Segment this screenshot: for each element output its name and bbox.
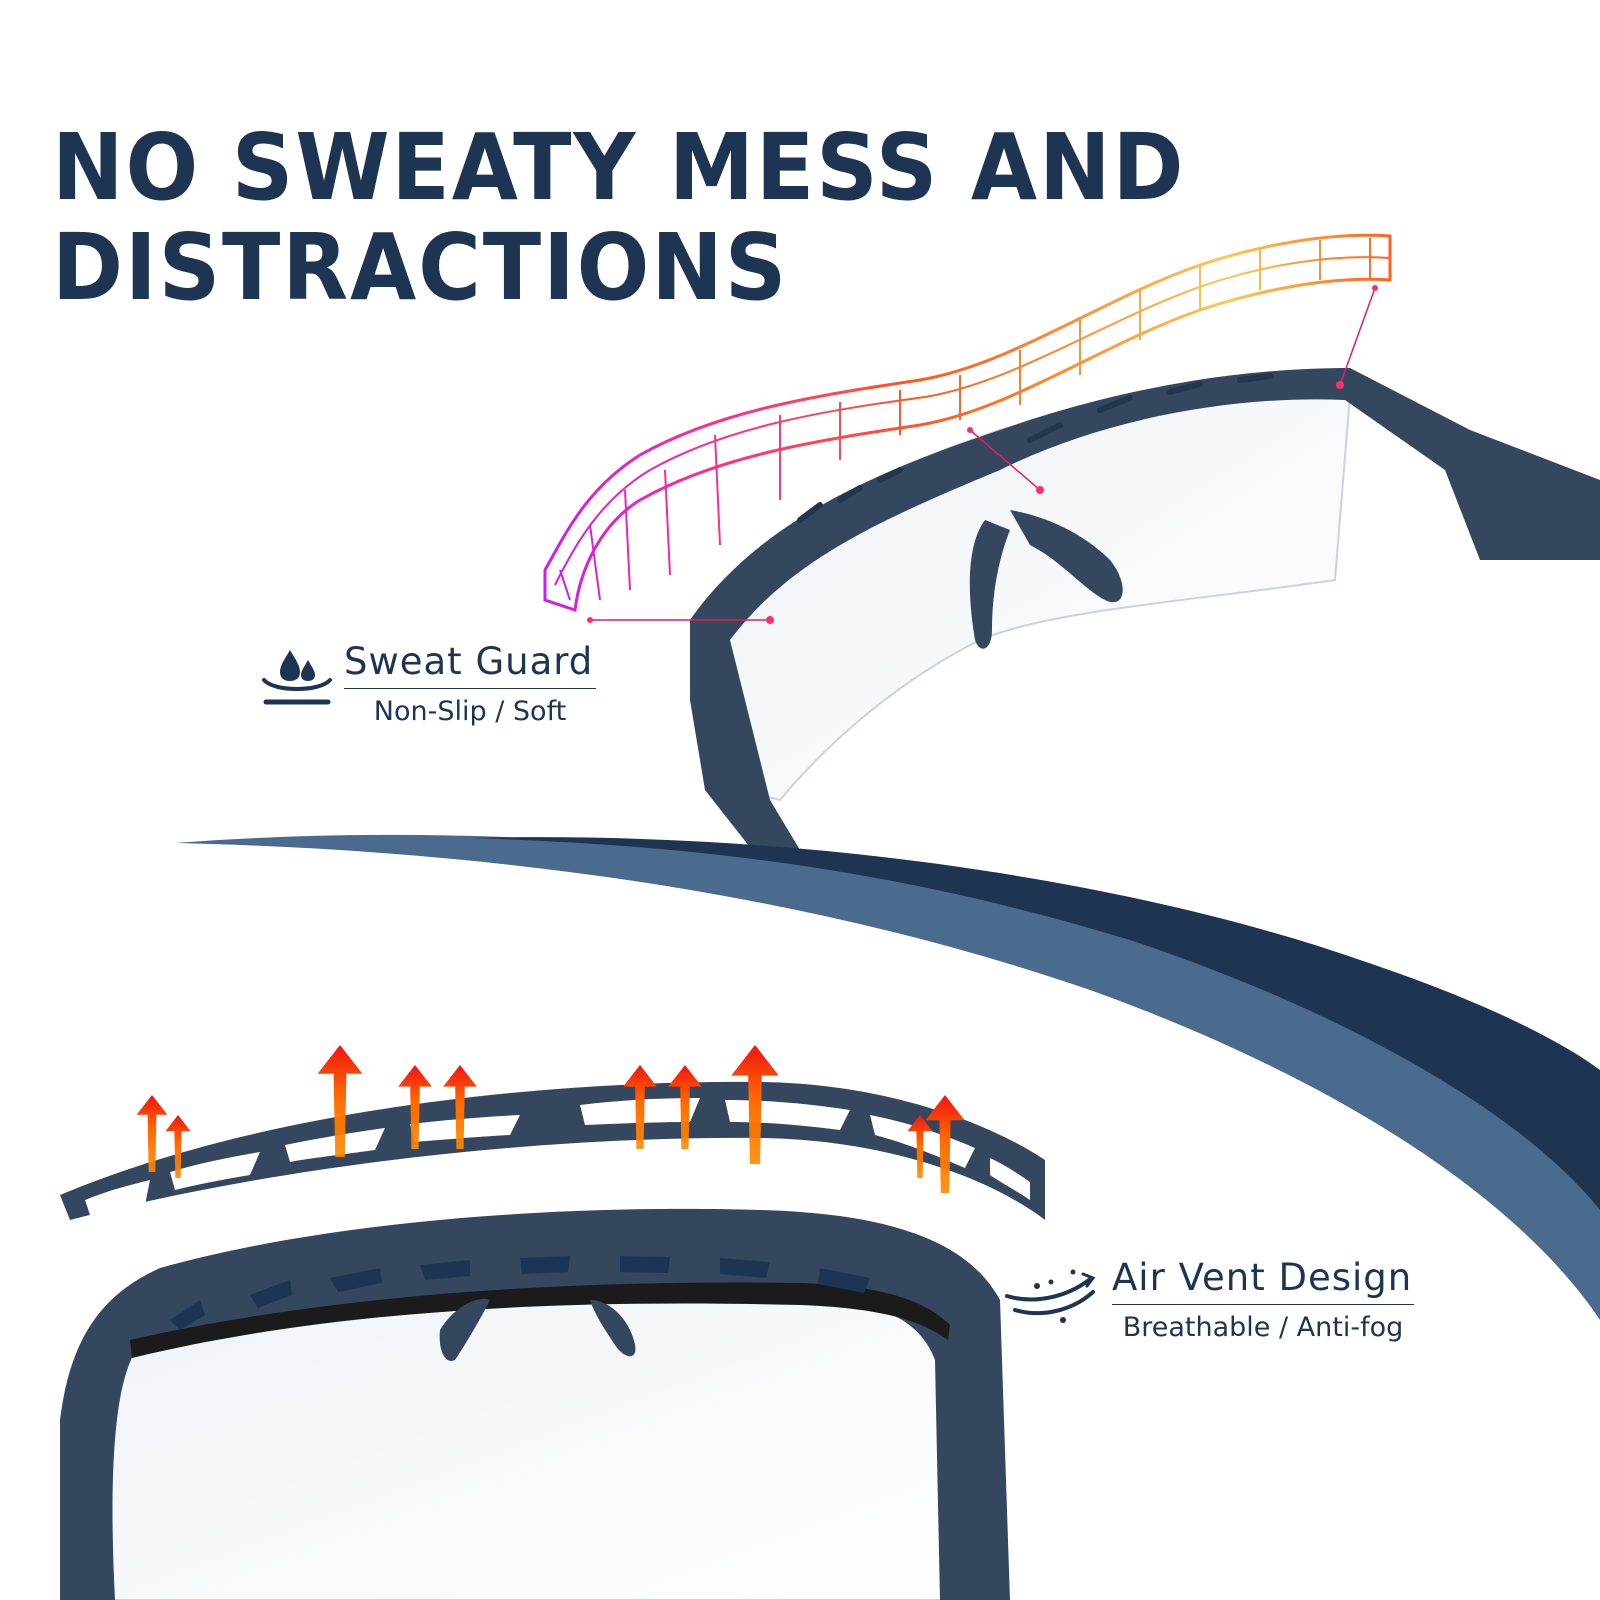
callout-lines	[590, 287, 1376, 621]
frame-top	[690, 368, 1600, 860]
air-vent-feature: Air Vent Design Breathable / Anti-fog	[1112, 1256, 1414, 1345]
nose-pad-bottom	[439, 1298, 490, 1361]
vent-strip	[60, 1081, 1045, 1220]
sweat-pad-bottom	[130, 1282, 950, 1358]
vent-holes	[85, 1098, 1030, 1215]
sweat-guard-subtitle: Non-Slip / Soft	[373, 696, 567, 727]
sweat-guard-divider	[344, 688, 596, 689]
vent-slots-top	[797, 373, 1273, 523]
vent-slots-bottom	[170, 1256, 870, 1330]
nose-pad-top	[1010, 510, 1123, 603]
swoosh-light	[175, 834, 1600, 1320]
sweat-guard-title: Sweat Guard	[344, 640, 594, 683]
air-vent-subtitle: Breathable / Anti-fog	[1122, 1312, 1404, 1343]
air-vent-title: Air Vent Design	[1112, 1256, 1413, 1299]
frame-bottom	[60, 1208, 1010, 1600]
headline-line-2: DISTRACTIONS	[52, 214, 789, 321]
water-drops-icon	[262, 650, 332, 705]
air-flow-icon	[1005, 1269, 1096, 1323]
headline-line-1: NO SWEATY MESS AND	[52, 114, 1186, 221]
sweat-pad-wireframe	[543, 233, 1392, 613]
headline: NO SWEATY MESS AND DISTRACTIONS	[52, 118, 1185, 318]
swoosh-dark	[470, 837, 1600, 1210]
sweat-guard-feature: Sweat Guard Non-Slip / Soft	[344, 640, 596, 729]
air-vent-divider	[1112, 1304, 1414, 1305]
